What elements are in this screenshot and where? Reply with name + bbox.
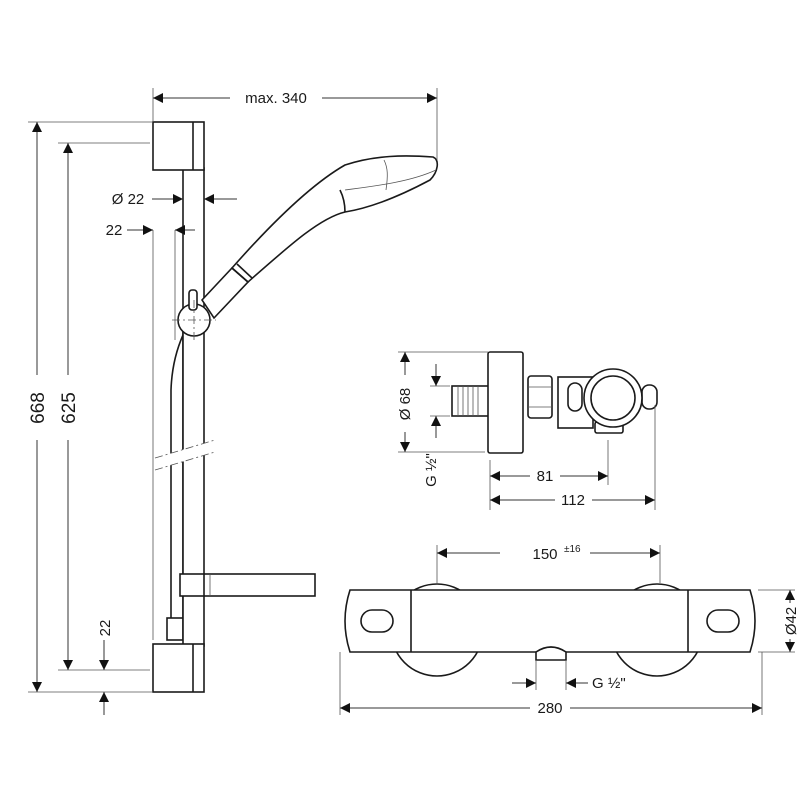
rail-height-label: 625 [59,392,80,424]
bottom-offset-label: 22 [97,620,114,637]
inlet-thread-label: G ½" [423,453,440,487]
right-handle-hole [706,609,740,633]
hose-connector [166,617,184,641]
offset-label: 22 [106,222,123,239]
hand-shower [200,155,439,320]
outlet-connector [535,646,567,661]
side-view-dimensions: Ø 68 G ½" 81 112 [397,351,656,510]
total-depth-label: 112 [561,492,585,509]
center-distance-label: 150 [532,546,557,563]
total-height-label: 668 [28,392,49,424]
center-distance-tolerance: ±16 [564,544,581,555]
rail-dimensions: max. 340 Ø 22 22 668 625 22 [28,88,438,715]
bottom-wall-bracket [152,643,205,693]
thermostat-body [344,589,756,653]
shower-rail-assembly [152,121,439,693]
outlet-thread-label: G ½" [592,675,626,692]
soap-shelf [179,573,316,597]
rail-diameter-label: Ø 22 [112,191,145,208]
thermostat-front-view [344,583,756,677]
wall-flange [487,351,524,454]
outlet-depth-label: 81 [537,468,554,485]
thermostat-side-view [451,351,658,454]
total-width-label: 280 [537,700,562,717]
front-view-dimensions: 150 ±16 Ø42 G ½" 280 [339,544,800,717]
top-wall-bracket [152,121,205,171]
left-handle-hole [360,609,394,633]
body-diameter-label: Ø42 [783,607,800,635]
flange-diameter-label: Ø 68 [397,388,414,421]
union-nut [527,375,553,419]
slider-lever [188,289,198,311]
max-width-label: max. 340 [245,90,307,107]
